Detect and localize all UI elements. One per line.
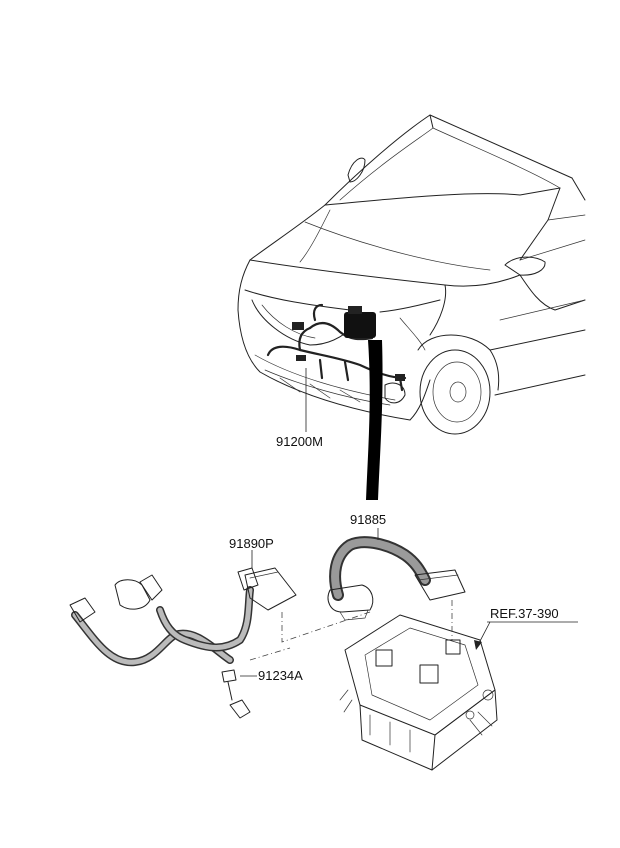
alignment-line-1: [281, 611, 371, 643]
part-label-91200M: 91200M: [276, 434, 323, 449]
pointer-arrow: [366, 340, 383, 500]
ref-arrowhead: [474, 640, 482, 650]
part-label-91234A: 91234A: [258, 668, 303, 683]
leader-ref-37-390: [477, 621, 578, 646]
part-label-ref-37-390: REF.37-390: [490, 606, 559, 621]
front-harness-illustration: [266, 303, 407, 394]
harness-91890P-illustration: [69, 567, 297, 667]
bolt-91234A-illustration: [221, 669, 251, 719]
inverter-assembly-illustration: [339, 614, 498, 771]
vehicle-illustration: [237, 114, 586, 435]
high-voltage-cable-illustration: [327, 536, 466, 621]
part-label-91885: 91885: [350, 512, 386, 527]
alignment-line-2: [249, 647, 291, 661]
part-label-91890P: 91890P: [229, 536, 274, 551]
